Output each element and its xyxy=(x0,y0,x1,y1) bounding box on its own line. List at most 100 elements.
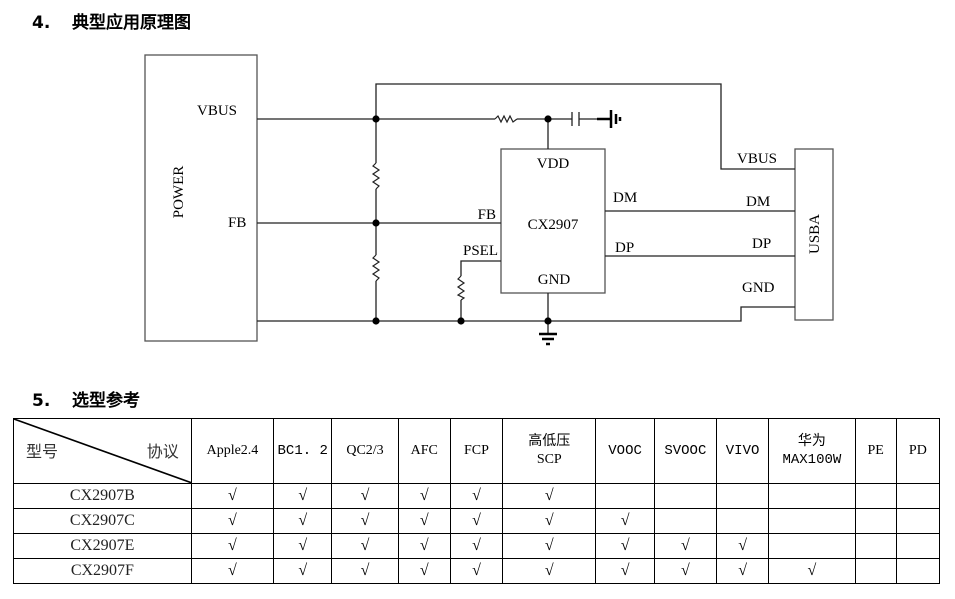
model-cell: CX2907B xyxy=(13,483,192,509)
support-cell: √ xyxy=(190,483,275,509)
gnd-wire xyxy=(257,306,795,322)
column-header-line1: Apple2.4 xyxy=(206,443,259,458)
support-cell: √ xyxy=(190,558,275,584)
corner-cell: 型号 协议 xyxy=(13,418,192,484)
support-cell: √ xyxy=(273,558,333,584)
column-header: PE xyxy=(854,418,897,484)
section-title: 典型应用原理图 xyxy=(72,13,191,33)
column-header: QC2/3 xyxy=(331,418,399,484)
support-cell: √ xyxy=(768,558,856,584)
support-cell xyxy=(895,533,941,559)
application-circuit-diagram: VBUS FB POWER VDD FB CX2907 PSEL GND DM … xyxy=(144,54,834,346)
support-cell: √ xyxy=(502,558,597,584)
section-number: 4. xyxy=(32,13,51,33)
model-cell: CX2907E xyxy=(13,533,192,559)
chip-dm-label: DM xyxy=(613,190,637,206)
column-header-line1: AFC xyxy=(410,443,438,458)
chip-name-label: CX2907 xyxy=(528,217,579,233)
usb-dm-label: DM xyxy=(746,194,770,210)
support-cell: √ xyxy=(331,558,399,584)
column-header-line1: VIVO xyxy=(725,443,760,459)
chip-dp-label: DP xyxy=(615,240,634,256)
support-cell xyxy=(653,508,717,534)
column-header-line1: PE xyxy=(867,443,884,458)
support-cell: √ xyxy=(273,533,333,559)
column-header: VIVO xyxy=(715,418,770,484)
capacitor-icon xyxy=(571,112,580,126)
col-header-label: 协议 xyxy=(146,442,179,461)
ground-icon xyxy=(597,110,622,128)
chip-psel-label: PSEL xyxy=(463,243,498,259)
vbus-usb-wire xyxy=(375,83,795,170)
column-header: AFC xyxy=(397,418,451,484)
usb-vbus-label: VBUS xyxy=(737,151,777,167)
support-cell xyxy=(715,508,770,534)
support-cell: √ xyxy=(502,508,597,534)
support-cell xyxy=(895,508,941,534)
usb-block xyxy=(794,148,834,321)
support-cell: √ xyxy=(331,508,399,534)
support-cell: √ xyxy=(397,483,451,509)
support-cell: √ xyxy=(653,558,717,584)
support-cell xyxy=(854,558,897,584)
support-cell: √ xyxy=(653,533,717,559)
support-cell xyxy=(854,483,897,509)
table-header-row: 型号 协议 Apple2.4 BC1. 2 QC2/3 AFC FCP 高低压 SCP VOO… xyxy=(13,418,941,484)
column-header: FCP xyxy=(449,418,504,484)
support-cell xyxy=(768,508,856,534)
support-cell: √ xyxy=(397,508,451,534)
wires xyxy=(257,83,795,333)
column-header-line2: MAX100W xyxy=(782,452,842,468)
column-header-line1: QC2/3 xyxy=(346,443,384,458)
column-header-line1: BC1. 2 xyxy=(277,443,328,459)
section-heading-application: 4. 典型应用原理图 xyxy=(32,8,191,33)
usb-dp-label: DP xyxy=(752,236,771,252)
support-cell: √ xyxy=(502,533,597,559)
power-block-label: POWER xyxy=(171,166,187,219)
resistor-icon xyxy=(456,275,466,301)
support-cell: √ xyxy=(449,483,504,509)
column-header-line1: PD xyxy=(908,443,927,458)
usb-gnd-label: GND xyxy=(742,280,775,296)
column-header: PD xyxy=(895,418,941,484)
support-cell xyxy=(715,483,770,509)
support-cell: √ xyxy=(190,533,275,559)
column-header: BC1. 2 xyxy=(273,418,333,484)
model-cell: CX2907C xyxy=(13,508,192,534)
column-header: 高低压 SCP xyxy=(502,418,597,484)
chip-block xyxy=(500,148,606,294)
model-cell: CX2907F xyxy=(13,558,192,584)
selection-table: 型号 协议 Apple2.4 BC1. 2 QC2/3 AFC FCP 高低压 SCP VOO… xyxy=(13,418,941,584)
table-row: CX2907F√√√√√√√√√√ xyxy=(13,558,941,584)
support-cell: √ xyxy=(331,483,399,509)
resistor-icon xyxy=(371,162,381,190)
ground-icon xyxy=(539,332,557,346)
section-heading-selection: 5.选型参考 xyxy=(32,386,140,411)
support-cell xyxy=(768,533,856,559)
chip-gnd-label: GND xyxy=(538,272,571,288)
junction-dots xyxy=(372,115,552,325)
column-header-line2: SCP xyxy=(536,452,562,467)
support-cell: √ xyxy=(397,558,451,584)
column-header-line1: 高低压 xyxy=(528,434,571,449)
support-cell xyxy=(895,558,941,584)
row-header-label: 型号 xyxy=(26,442,59,461)
support-cell xyxy=(895,483,941,509)
support-cell: √ xyxy=(449,558,504,584)
support-cell xyxy=(854,533,897,559)
support-cell xyxy=(653,483,717,509)
support-cell xyxy=(854,508,897,534)
support-cell: √ xyxy=(595,558,655,584)
support-cell: √ xyxy=(715,558,770,584)
resistor-icon xyxy=(494,114,518,124)
column-header-line1: FCP xyxy=(464,443,489,458)
power-block xyxy=(144,54,258,342)
column-header-line1: 华为 xyxy=(797,434,826,449)
resistor-icon xyxy=(371,254,381,282)
support-cell: √ xyxy=(190,508,275,534)
support-cell: √ xyxy=(331,533,399,559)
section-title: 选型参考 xyxy=(72,391,140,411)
table-row: CX2907C√√√√√√√ xyxy=(13,508,941,534)
column-header: VOOC xyxy=(595,418,655,484)
support-cell: √ xyxy=(595,508,655,534)
